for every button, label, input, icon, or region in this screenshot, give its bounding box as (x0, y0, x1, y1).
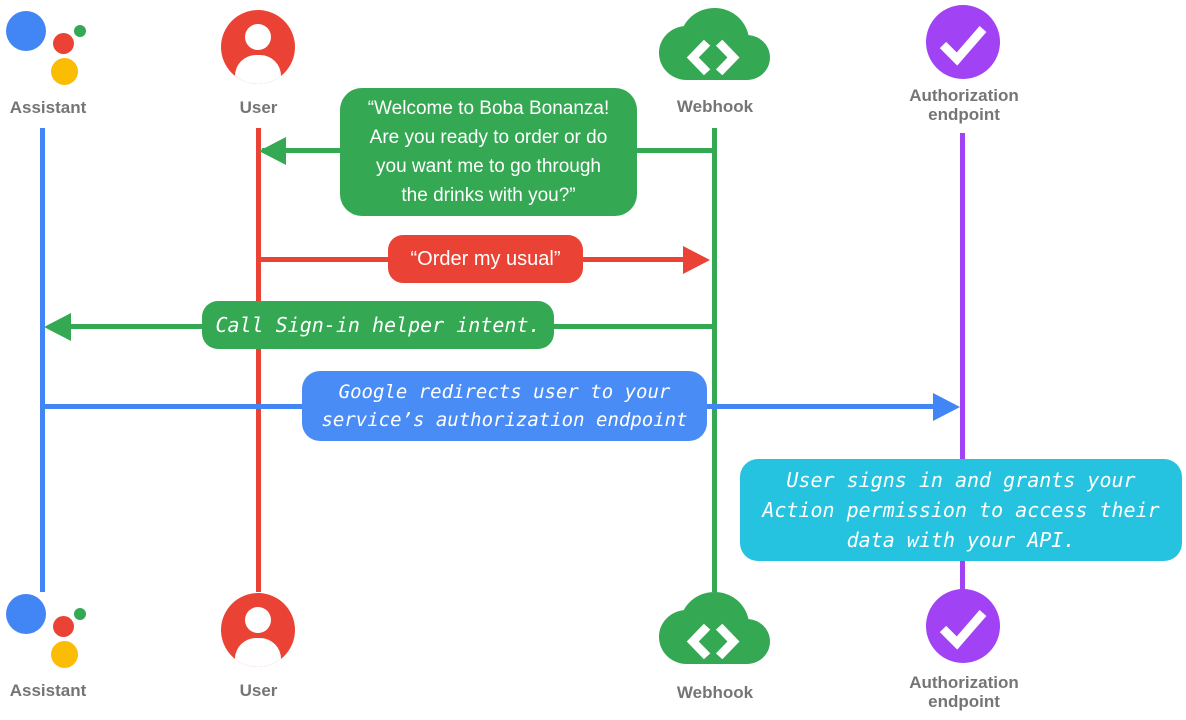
message-google-redirects: Google redirects user to your service’s … (302, 371, 707, 441)
actor-label-webhook: Webhook (676, 97, 754, 116)
message-line: service’s authorization endpoint (321, 409, 688, 431)
message-line: Call Sign-in helper intent. (215, 313, 541, 337)
assistant-red-dot (53, 33, 74, 54)
message-line: “Order my usual” (410, 247, 561, 270)
google-assistant-logo-icon (6, 6, 90, 86)
person-body (235, 55, 281, 84)
actor-label-webhook: Webhook (676, 683, 754, 702)
google-assistant-logo-icon (6, 589, 90, 669)
person-head (245, 607, 271, 633)
lifeline-assistant (40, 128, 45, 592)
assistant-blue-dot (6, 594, 46, 634)
note-line: User signs in and grants your (786, 468, 1136, 492)
user-person-icon (221, 10, 295, 84)
lifeline-authorization-endpoint (960, 133, 965, 592)
arrowhead-left-icon (259, 137, 286, 165)
actor-label-assistant: Assistant (9, 98, 87, 117)
note-line: Action permission to access their (762, 498, 1160, 522)
person-head (245, 24, 271, 50)
actor-label-authorization-endpoint: Authorization endpoint (909, 673, 1019, 711)
user-person-icon (221, 593, 295, 667)
message-line: “Welcome to Boba Bonanza! (367, 98, 610, 119)
message-line: Google redirects user to your (338, 381, 671, 403)
actor-label-assistant: Assistant (9, 681, 87, 700)
person-body (235, 638, 281, 667)
assistant-green-dot (74, 608, 86, 620)
authorization-check-circle-icon (926, 589, 1000, 663)
authorization-check-circle-icon (926, 5, 1000, 79)
assistant-green-dot (74, 25, 86, 37)
assistant-blue-dot (6, 11, 46, 51)
note-line: data with your API. (846, 528, 1076, 552)
arrowhead-right-icon (683, 246, 710, 274)
assistant-yellow-dot (51, 58, 78, 85)
message-line: Are you ready to order or do (369, 127, 608, 148)
webhook-cloud-code-icon (659, 8, 770, 80)
webhook-cloud-code-icon (659, 592, 770, 664)
assistant-yellow-dot (51, 641, 78, 668)
message-line: you want me to go through (376, 156, 601, 177)
actor-label-authorization-endpoint: Authorization endpoint (909, 86, 1019, 124)
message-order-my-usual: “Order my usual” (388, 235, 583, 283)
assistant-red-dot (53, 616, 74, 637)
lifeline-user (256, 128, 261, 592)
arrowhead-right-icon (933, 393, 960, 421)
actor-label-user: User (239, 681, 278, 700)
note-user-signs-in: User signs in and grants your Action per… (740, 459, 1182, 561)
lifeline-webhook (712, 128, 717, 592)
message-call-sign-in-helper: Call Sign-in helper intent. (202, 301, 554, 349)
message-line: the drinks with you?” (401, 185, 576, 206)
arrowhead-left-icon (44, 313, 71, 341)
actor-label-user: User (239, 98, 278, 117)
message-welcome: “Welcome to Boba Bonanza! Are you ready … (340, 88, 637, 216)
